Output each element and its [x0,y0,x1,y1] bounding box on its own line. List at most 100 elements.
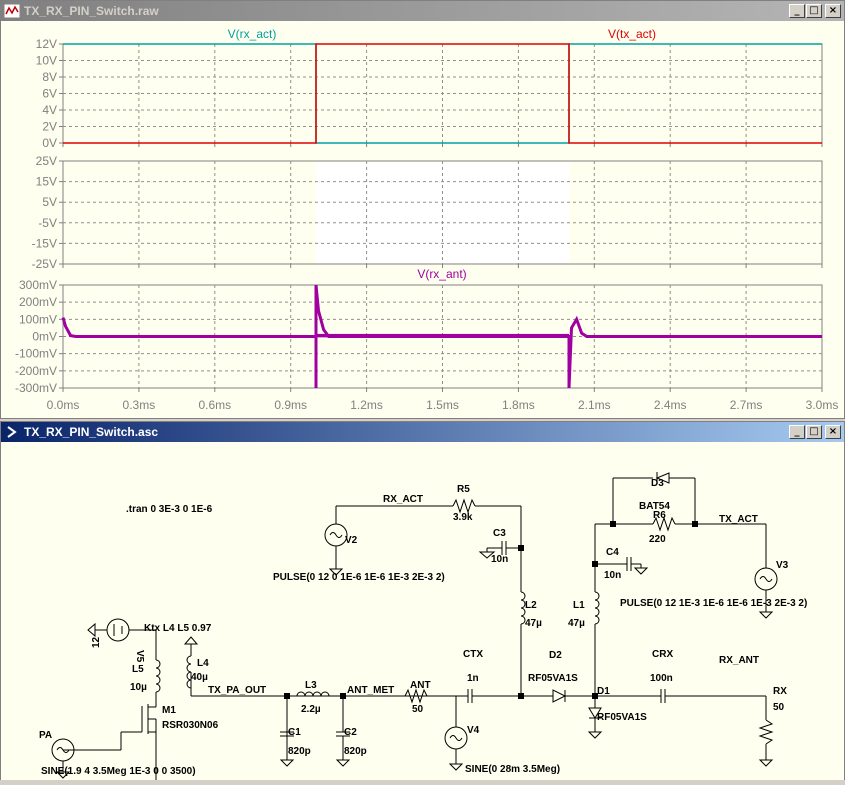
schematic-window-title: TX_RX_PIN_Switch.asc [24,425,159,439]
y-tick-label: -300mV [15,381,57,395]
maximize-button[interactable]: □ [806,425,822,439]
y-tick-label: 10V [36,54,57,68]
y-tick-label: 25V [36,154,57,168]
y-tick-label: 5V [42,195,57,209]
l1-label: L1 [573,600,585,611]
l2-label: L2 [525,600,537,611]
l3-label: L3 [305,680,317,691]
d1-value: RF05VA1S [597,712,647,723]
l5-value: 10µ [130,682,147,693]
y-tick-label: 300mV [19,278,57,292]
c4-value: 10n [604,570,621,581]
c3-label: C3 [493,528,506,539]
ktx-directive[interactable]: Ktx L4 L5 0.97 [144,623,212,634]
l1-inductor-symbol [594,591,600,625]
y-tick-label: 100mV [19,312,57,326]
c1-label: C1 [288,727,301,738]
rx-value: 50 [773,702,785,713]
net-label-tx-act: TX_ACT [719,514,758,525]
close-button[interactable]: × [825,425,841,439]
schematic-titlebar[interactable]: TX_RX_PIN_Switch.asc _ □ × [1,422,844,442]
x-tick-label: 0.3ms [123,398,156,412]
l4-inductor-symbol [186,655,192,689]
waveform-app-icon[interactable] [4,3,20,19]
crx-label: CRX [652,649,673,660]
net-label-ant-met: ANT_MET [347,685,394,696]
maximize-button[interactable]: □ [806,4,822,18]
c4-label: C4 [606,547,619,558]
l1-value: 47µ [568,618,585,629]
d1-label: D1 [597,686,610,697]
waveform-plot[interactable]: 12V10V8V6V4V2V0V25V15V5V-5V-15V-25V300mV… [1,21,844,418]
x-tick-label: 0.6ms [198,398,231,412]
l2-value: 47µ [525,618,542,629]
ctx-label: CTX [463,649,483,660]
schematic-window[interactable]: TX_RX_PIN_Switch.asc _ □ × [0,421,845,780]
d2-value: RF05VA1S [528,673,578,684]
v3-label: V3 [776,560,789,571]
y-tick-label: 15V [36,175,57,189]
series-vtx_act [63,43,822,144]
d1-diode-symbol [588,707,602,719]
ant-resistor-symbol [404,688,428,704]
r5-label: R5 [457,484,470,495]
l4-label: L4 [197,658,209,669]
v5-label: V5 [134,650,145,663]
c2-label: C2 [344,727,357,738]
minimize-button[interactable]: _ [789,4,805,18]
l2-inductor-symbol [520,591,526,625]
l4-value: 40µ [191,672,208,683]
x-tick-label: 2.4ms [654,398,687,412]
y-tick-label: 6V [42,87,57,101]
x-tick-label: 3.0ms [806,398,839,412]
trace-label-rx-act[interactable]: V(rx_act) [228,27,277,41]
x-tick-label: 2.1ms [578,398,611,412]
pa-label: PA [39,730,52,741]
v2-pulse: PULSE(0 12 0 1E-6 1E-6 1E-3 2E-3 2) [273,572,445,583]
l3-inductor-symbol [296,691,330,697]
ctx-value: 1n [467,673,479,684]
close-button[interactable]: × [825,4,841,18]
l5-label: L5 [132,664,144,675]
y-tick-label: 2V [42,120,57,134]
y-tick-label: 0V [42,136,57,150]
y-tick-label: -15V [32,236,57,250]
v4-label: V4 [467,725,480,736]
rx-resistor-symbol [758,719,774,745]
y-tick-label: 200mV [19,295,57,309]
l3-value: 2.2µ [301,704,321,715]
c2-value: 820p [344,746,367,757]
trace-label-rx-ant[interactable]: V(rx_ant) [417,267,466,281]
schematic-app-icon[interactable] [4,424,20,440]
d3-label: D3 [651,478,664,489]
d2-label: D2 [549,650,562,661]
x-tick-label: 1.5ms [426,398,459,412]
x-tick-label: 0.0ms [47,398,80,412]
r6-value: 220 [649,534,666,545]
pa-sine: SINE(1.9 4 3.5Meg 1E-3 0 0 3500) [41,766,196,777]
d2-diode-symbol [552,689,567,703]
y-tick-label: -200mV [15,364,57,378]
m1-label: M1 [162,705,176,716]
ant-label: ANT [410,680,431,691]
v5-source-symbol [106,618,130,642]
v2-label: V2 [345,535,358,546]
y-tick-label: -5V [38,216,57,230]
y-tick-label: 8V [42,70,57,84]
series-vrx_ant [61,284,822,389]
waveform-titlebar[interactable]: TX_RX_PIN_Switch.raw _ □ × [1,1,844,21]
trace-label-tx-act[interactable]: V(tx_act) [608,27,656,41]
net-label-tx-pa-out: TX_PA_OUT [208,685,266,696]
d3-value: BAT54 [639,501,670,512]
ant-value: 50 [412,704,424,715]
minimize-button[interactable]: _ [789,425,805,439]
v4-sine: SINE(0 28m 3.5Meg) [465,764,560,775]
crx-value: 100n [650,673,673,684]
sim-directive[interactable]: .tran 0 3E-3 0 1E-6 [126,504,213,515]
r6-label: R6 [653,510,666,521]
schematic-drawing[interactable]: .tran 0 3E-3 0 1E-6 RX_ACT R5 3.9k C3 10… [1,442,844,780]
schematic-canvas[interactable]: .tran 0 3E-3 0 1E-6 RX_ACT R5 3.9k C3 10… [1,442,844,780]
y-tick-label: 0mV [32,330,57,344]
